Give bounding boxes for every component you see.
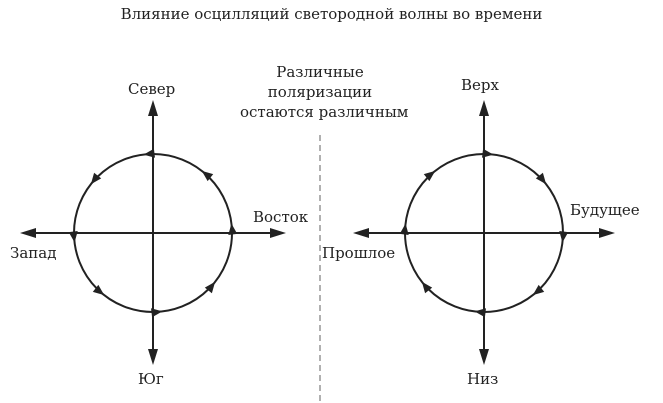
arrow-head-icon (148, 100, 158, 116)
label-east: Восток (253, 208, 309, 226)
arrow-head-icon (353, 228, 369, 238)
middle-note-line: Различные (276, 63, 364, 81)
rotation-arrow-icon (559, 230, 569, 243)
middle-note-line: поляризации (267, 83, 373, 101)
rotation-arrow-icon (399, 223, 409, 236)
rotation-arrow-icon (474, 308, 487, 318)
rotation-arrow-icon (423, 170, 436, 182)
rotation-arrow-icon (201, 170, 214, 182)
middle-note: Различные поляризации остаются различным (240, 62, 409, 122)
right-polarization-diagram (353, 100, 615, 365)
label-south: Юг (138, 370, 164, 388)
label-north: Север (128, 80, 176, 98)
label-up: Верх (461, 76, 499, 94)
arrow-head-icon (479, 100, 489, 116)
arrow-head-icon (599, 228, 615, 238)
rotation-arrow-icon (68, 230, 78, 243)
label-down: Низ (467, 370, 499, 388)
left-polarization-diagram (20, 100, 286, 365)
arrow-head-icon (148, 349, 158, 365)
label-future: Будущее (570, 201, 640, 219)
label-past: Прошлое (322, 244, 396, 262)
rotation-arrow-icon (481, 148, 494, 158)
label-west: Запад (10, 244, 57, 262)
middle-note-line: остаются различным (240, 103, 409, 121)
diagram-title: Влияние осцилляций светородной волны во … (120, 5, 543, 23)
rotation-arrow-icon (228, 223, 238, 236)
arrow-head-icon (20, 228, 36, 238)
rotation-arrow-icon (143, 148, 156, 158)
arrow-head-icon (270, 228, 286, 238)
rotation-arrow-icon (204, 281, 216, 294)
rotation-arrow-icon (92, 284, 105, 296)
rotation-arrow-icon (150, 308, 163, 318)
rotation-arrow-icon (532, 284, 545, 296)
rotation-arrow-icon (90, 172, 102, 185)
rotation-arrow-icon (535, 172, 547, 185)
arrow-head-icon (479, 349, 489, 365)
rotation-arrow-icon (421, 281, 433, 294)
